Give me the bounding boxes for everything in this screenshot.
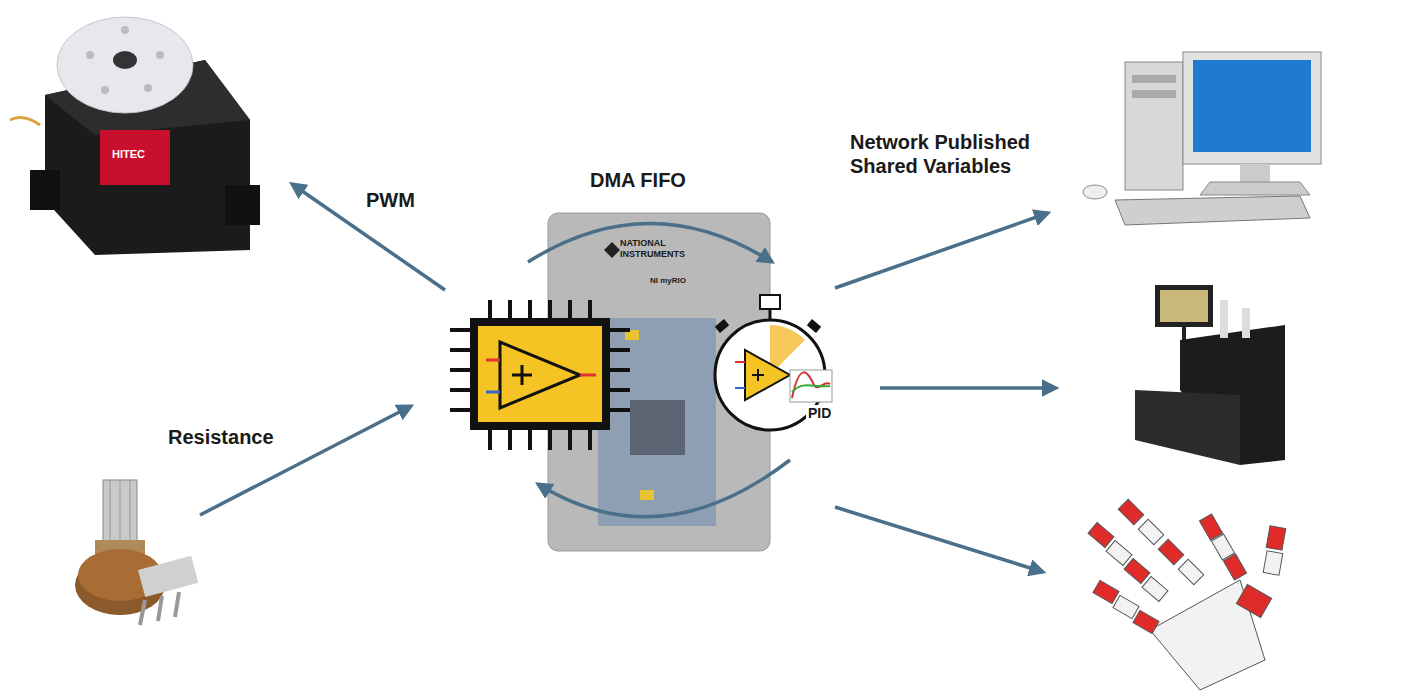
signal-label: PWM xyxy=(366,188,415,212)
device-text: HITEC xyxy=(112,148,145,161)
signal-arrows xyxy=(200,184,1056,572)
signal-label: DMA FIFO xyxy=(590,168,686,192)
robot-hand xyxy=(1088,499,1286,690)
device-text: NATIONAL INSTRUMENTS xyxy=(620,238,710,260)
device-text: NI myRIO xyxy=(650,276,686,286)
signal-label: Resistance xyxy=(168,425,274,449)
fpga-icon xyxy=(450,300,630,450)
haptic-device xyxy=(1135,285,1285,465)
signal-label: Network Published Shared Variables xyxy=(850,130,1080,178)
potentiometer xyxy=(75,480,198,625)
desktop-computer xyxy=(1083,52,1321,225)
servo-motor xyxy=(10,17,260,255)
device-text: PID xyxy=(806,405,833,422)
